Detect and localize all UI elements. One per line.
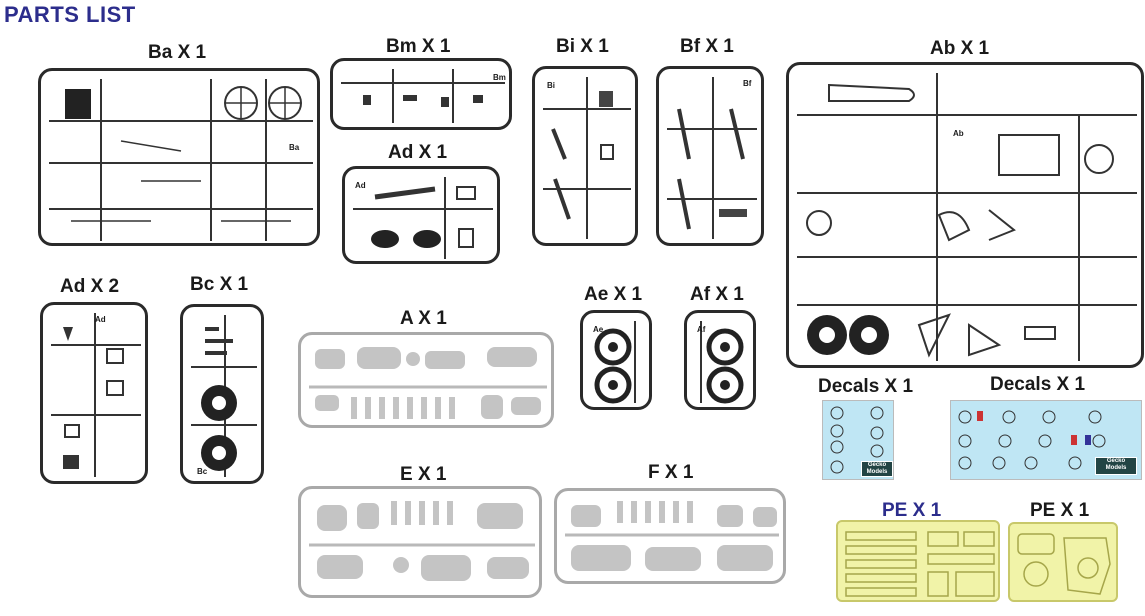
decals-sheet-1-drawing [830,406,884,474]
sprue-bi-id: Bi [547,81,555,90]
sprue-bm-drawing [341,69,505,123]
sprue-bi-drawing [543,77,631,239]
sprue-bf-label: Bf X 1 [680,36,734,57]
decals-2-label: Decals X 1 [990,374,1086,395]
sprue-e [298,486,542,598]
sprue-ad2-id: Ad [95,315,106,324]
sprue-a-label: A X 1 [400,308,447,329]
pe-fret-2 [1008,522,1118,602]
pe-2-label: PE X 1 [1030,500,1090,521]
sprue-bi: Bi [532,66,638,246]
sprue-bi-label: Bi X 1 [556,36,609,57]
sprue-ba-label: Ba X 1 [148,42,207,63]
sprue-e-label: E X 1 [400,464,447,485]
sprue-bm-id: Bm [493,73,506,82]
sprue-ad2-label: Ad X 2 [60,276,120,297]
sprue-ab-id: Ab [953,129,964,138]
sprue-f [554,488,786,584]
gecko-logo: Gecko Models [861,461,893,477]
sprue-ae-label: Ae X 1 [584,284,643,305]
sprue-a [298,332,554,428]
sprue-ba-id: Ba [289,143,300,152]
decals-sheet-2-drawing [958,410,1106,470]
sprue-bf: Bf [656,66,764,246]
sprue-ad1-label: Ad X 1 [388,142,448,163]
sprue-af-label: Af X 1 [690,284,744,305]
sprue-af-id: Af [697,325,706,334]
sprue-ad1-id: Ad [355,181,366,190]
sprue-bf-id: Bf [743,79,752,88]
pe-fret-2-drawing [1017,533,1111,595]
sprue-af-drawing [700,321,744,404]
sprue-ae-drawing [594,321,636,404]
sprue-bc-id: Bc [197,467,208,476]
sprue-ab-drawing [797,73,1137,361]
sprue-bf-drawing [667,77,757,239]
sprue-ab: Ab [786,62,1144,368]
sprue-ae: Ae [580,310,652,410]
sprue-ad2: Ad [40,302,148,484]
sprue-ae-id: Ae [593,325,604,334]
sprue-ba: Ba [38,68,320,246]
sprue-f-label: F X 1 [648,462,694,483]
pe-1-label: PE X 1 [882,500,942,521]
sprue-ab-label: Ab X 1 [930,38,990,59]
sprue-af: Af [684,310,756,410]
sprue-bc-label: Bc X 1 [190,274,249,295]
decals-1-label: Decals X 1 [818,376,914,397]
gecko-logo: Gecko Models [1095,457,1137,475]
pe-fret-1 [836,520,1000,602]
sprue-ad1-drawing [353,177,493,259]
page-title: PARTS LIST [4,2,136,27]
sprue-bc: Bc [180,304,264,484]
sprue-f-drawing [565,501,779,571]
pe-fret-1-drawing [845,531,995,597]
sprue-bc-drawing [191,315,257,477]
sprue-ba-drawing [49,79,313,241]
sprue-e-drawing [309,501,535,581]
sprue-ad1: Ad [342,166,500,264]
sprue-a-drawing [309,347,547,419]
decals-sheet-2: Gecko Models [950,400,1142,480]
sprue-bm-label: Bm X 1 [386,36,451,57]
sprue-ad2-drawing [51,313,141,477]
decals-sheet-1: Gecko Models [822,400,894,480]
sprue-bm: Bm [330,58,512,130]
